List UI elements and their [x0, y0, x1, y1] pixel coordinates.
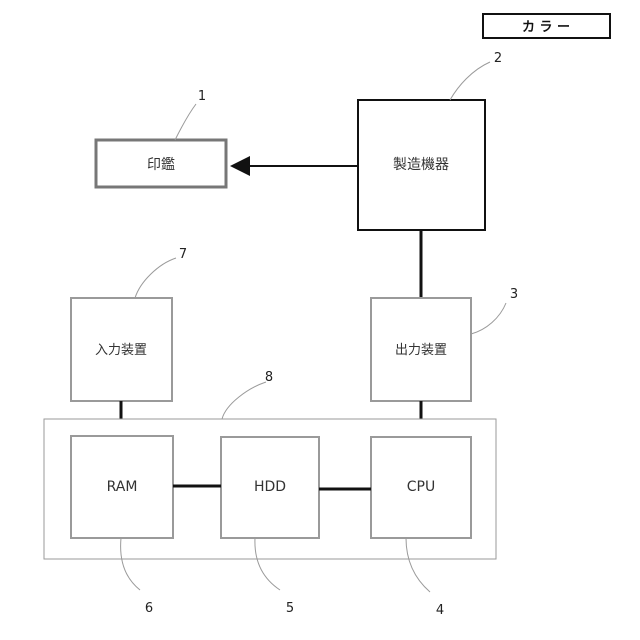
hdd-leader-line: [255, 538, 280, 590]
computer-leader-line: [222, 382, 266, 419]
hdd-ref-number: 5: [286, 601, 294, 616]
color-stamp-text: カ ラ ー: [522, 20, 570, 35]
cpu-block: CPU: [371, 437, 471, 538]
input-device-leader-line: [135, 258, 176, 298]
seal-leader-line: [175, 104, 196, 140]
hdd-label: HDD: [254, 479, 286, 495]
input-device-block: 入力装置: [71, 298, 172, 401]
hdd-block: HDD: [221, 437, 319, 538]
cpu-leader-line: [406, 538, 430, 592]
output-device-block: 出力装置: [371, 298, 471, 401]
input-device-label: 入力装置: [95, 343, 147, 358]
seal-ref-number: 1: [198, 89, 206, 104]
output-device-leader-line: [471, 303, 506, 334]
manufacturing-machine-leader-line: [450, 62, 490, 100]
cpu-ref-number: 4: [436, 603, 444, 618]
cpu-label: CPU: [407, 479, 435, 495]
seal-block: 印鑑: [96, 140, 226, 187]
color-stamp: カ ラ ー: [483, 14, 610, 38]
ram-label: RAM: [107, 479, 138, 495]
manufacturing-machine-block: 製造機器: [358, 100, 485, 230]
computer-ref-number: 8: [265, 370, 273, 385]
seal-label: 印鑑: [147, 156, 175, 173]
ram-ref-number: 6: [145, 601, 153, 616]
ram-block: RAM: [71, 436, 173, 538]
output-device-ref-number: 3: [510, 287, 518, 302]
output-device-label: 出力装置: [395, 343, 447, 358]
manufacturing-machine-label: 製造機器: [393, 157, 449, 173]
input-device-ref-number: 7: [179, 247, 187, 262]
ram-leader-line: [121, 538, 140, 590]
manufacturing-machine-ref-number: 2: [494, 51, 502, 66]
